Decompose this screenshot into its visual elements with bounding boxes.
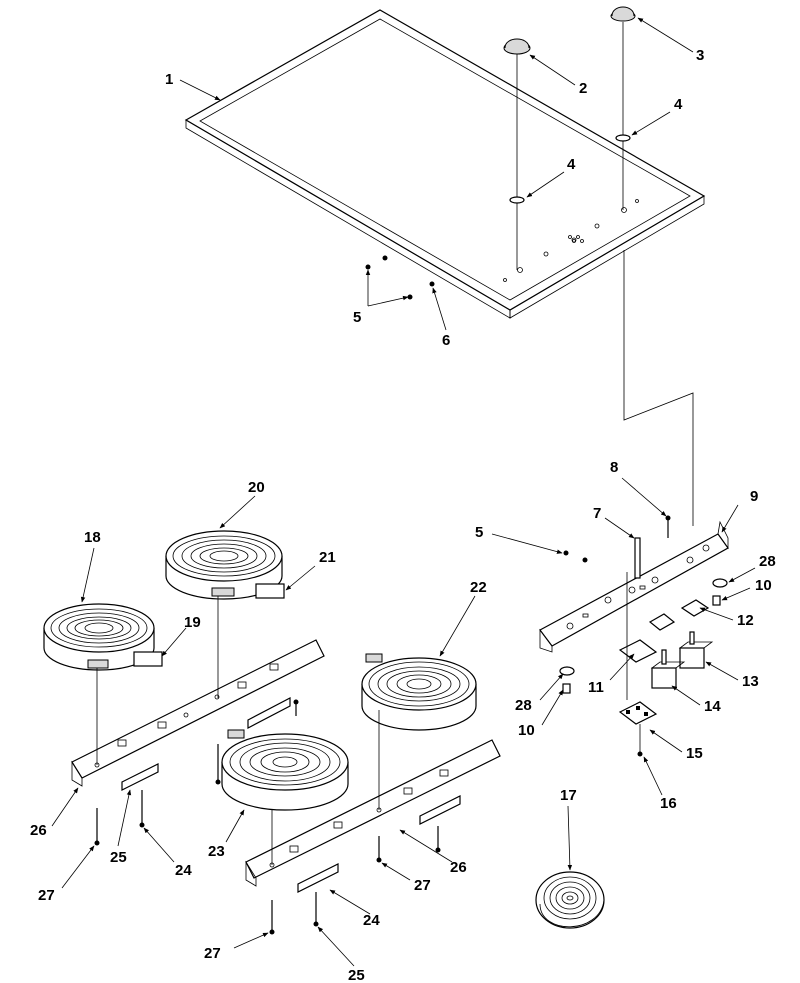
radiant-element-23 xyxy=(221,729,349,811)
callout-8: 8 xyxy=(610,459,618,476)
screw-16 xyxy=(637,751,643,757)
callout-1: 1 xyxy=(165,71,173,88)
callout-27: 27 xyxy=(204,945,221,962)
callout-25: 25 xyxy=(110,849,127,866)
callout-24: 24 xyxy=(363,912,380,929)
washer-4 xyxy=(509,196,525,204)
callout-17: 17 xyxy=(560,787,577,804)
plate-11 xyxy=(618,639,658,663)
callout-16: 16 xyxy=(660,795,677,812)
terminal-block-21 xyxy=(255,583,285,599)
screws-27-24 xyxy=(94,699,441,935)
callout-25: 25 xyxy=(348,967,365,983)
indicator-light-15 xyxy=(618,701,658,725)
callout-6: 6 xyxy=(442,332,450,349)
callout-5: 5 xyxy=(475,524,483,541)
callout-26: 26 xyxy=(30,822,47,839)
callout-2: 2 xyxy=(579,80,587,97)
callout-9: 9 xyxy=(750,488,758,505)
spacer-28 xyxy=(559,666,575,676)
callout-18: 18 xyxy=(84,529,101,546)
callout-12: 12 xyxy=(737,612,754,629)
knob-2 xyxy=(503,38,531,55)
callout-3: 3 xyxy=(696,47,704,64)
callout-19: 19 xyxy=(184,614,201,631)
glass-cooktop xyxy=(184,9,706,319)
callout-13: 13 xyxy=(742,673,759,690)
support-bracket-right xyxy=(245,739,501,893)
callout-4: 4 xyxy=(674,96,683,113)
callout-15: 15 xyxy=(686,745,703,762)
support-bracket-left xyxy=(71,639,325,791)
callout-5: 5 xyxy=(353,309,361,326)
clip-10 xyxy=(712,595,721,606)
callout-21: 21 xyxy=(319,549,336,566)
spacer-28 xyxy=(712,578,728,588)
callout-27: 27 xyxy=(414,877,431,894)
leader-lines xyxy=(51,17,756,967)
callout-11: 11 xyxy=(588,679,604,696)
terminal-block-19 xyxy=(133,651,163,667)
switch-7 xyxy=(634,537,641,579)
callout-14: 14 xyxy=(704,698,721,715)
screw-5 xyxy=(365,255,435,300)
ribbon-element-17 xyxy=(535,871,605,929)
callout-23: 23 xyxy=(208,843,225,860)
knob-3 xyxy=(610,6,636,22)
callout-28: 28 xyxy=(759,553,776,570)
plate-12b xyxy=(648,613,676,631)
radiant-element-18 xyxy=(43,603,155,671)
clip-10 xyxy=(562,683,571,694)
infinite-switch-14 xyxy=(650,649,686,689)
washer-4 xyxy=(615,134,631,142)
callout-28: 28 xyxy=(515,697,532,714)
radiant-element-20 xyxy=(165,530,283,600)
connection-line xyxy=(623,250,694,526)
radiant-element-22 xyxy=(361,653,477,731)
callout-4: 4 xyxy=(567,156,576,173)
screw-5-bracket xyxy=(563,550,588,563)
screw-8 xyxy=(665,515,671,538)
control-bracket xyxy=(539,520,729,653)
callout-26: 26 xyxy=(450,859,467,876)
callout-10: 10 xyxy=(755,577,772,594)
callout-7: 7 xyxy=(593,505,601,522)
plate-12 xyxy=(680,599,710,617)
callout-22: 22 xyxy=(470,579,487,596)
callout-labels: 1 2 3 4 4 5 6 7 8 9 5 28 10 12 13 11 14 … xyxy=(30,47,776,983)
callout-20: 20 xyxy=(248,479,265,496)
infinite-switch-13 xyxy=(678,631,714,669)
callout-10: 10 xyxy=(518,722,535,739)
callout-24: 24 xyxy=(175,862,192,879)
callout-27: 27 xyxy=(38,887,55,904)
